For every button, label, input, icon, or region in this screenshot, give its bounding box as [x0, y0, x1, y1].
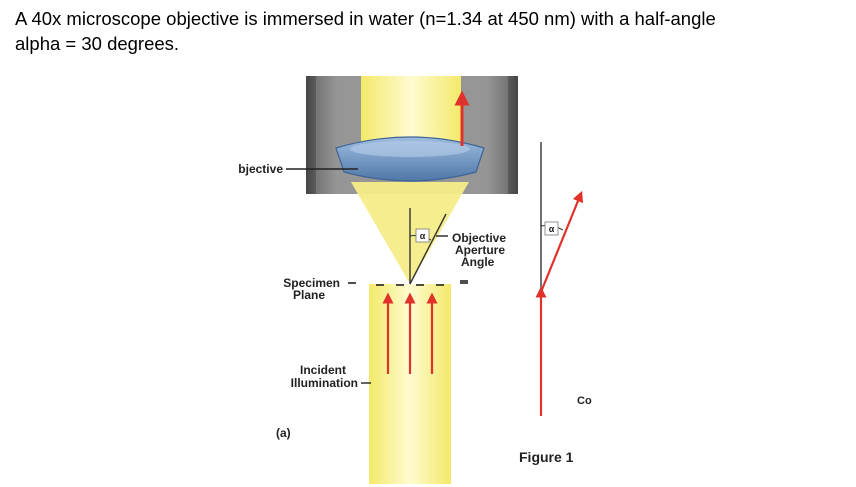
- incident-label-2: Illumination: [291, 376, 358, 390]
- right-diagram: α: [535, 142, 584, 416]
- aperture-label-3: Angle: [461, 255, 495, 269]
- aperture-label-2: Aperture: [455, 243, 505, 257]
- aperture-label-1: Objective: [452, 231, 506, 245]
- panel-a-label: (a): [276, 426, 291, 440]
- question-line-2: alpha = 30 degrees.: [15, 33, 180, 54]
- svg-text:α: α: [420, 231, 426, 241]
- question-line-1: A 40x microscope objective is immersed i…: [15, 8, 716, 29]
- specimen-plane-line: [348, 282, 468, 286]
- incident-label-1: Incident: [300, 363, 346, 377]
- objective-lens: [335, 136, 485, 182]
- svg-text:α: α: [549, 224, 555, 234]
- figure-caption: Figure 1: [519, 449, 574, 465]
- objective-label: bjective: [238, 162, 283, 176]
- specimen-label-1: Specimen: [283, 276, 340, 290]
- question-text: A 40x microscope objective is immersed i…: [15, 6, 835, 56]
- co-label: Co: [577, 395, 592, 407]
- specimen-label-2: Plane: [293, 288, 325, 302]
- alpha-label-left: α: [415, 228, 430, 243]
- marginal-ray: [409, 213, 447, 285]
